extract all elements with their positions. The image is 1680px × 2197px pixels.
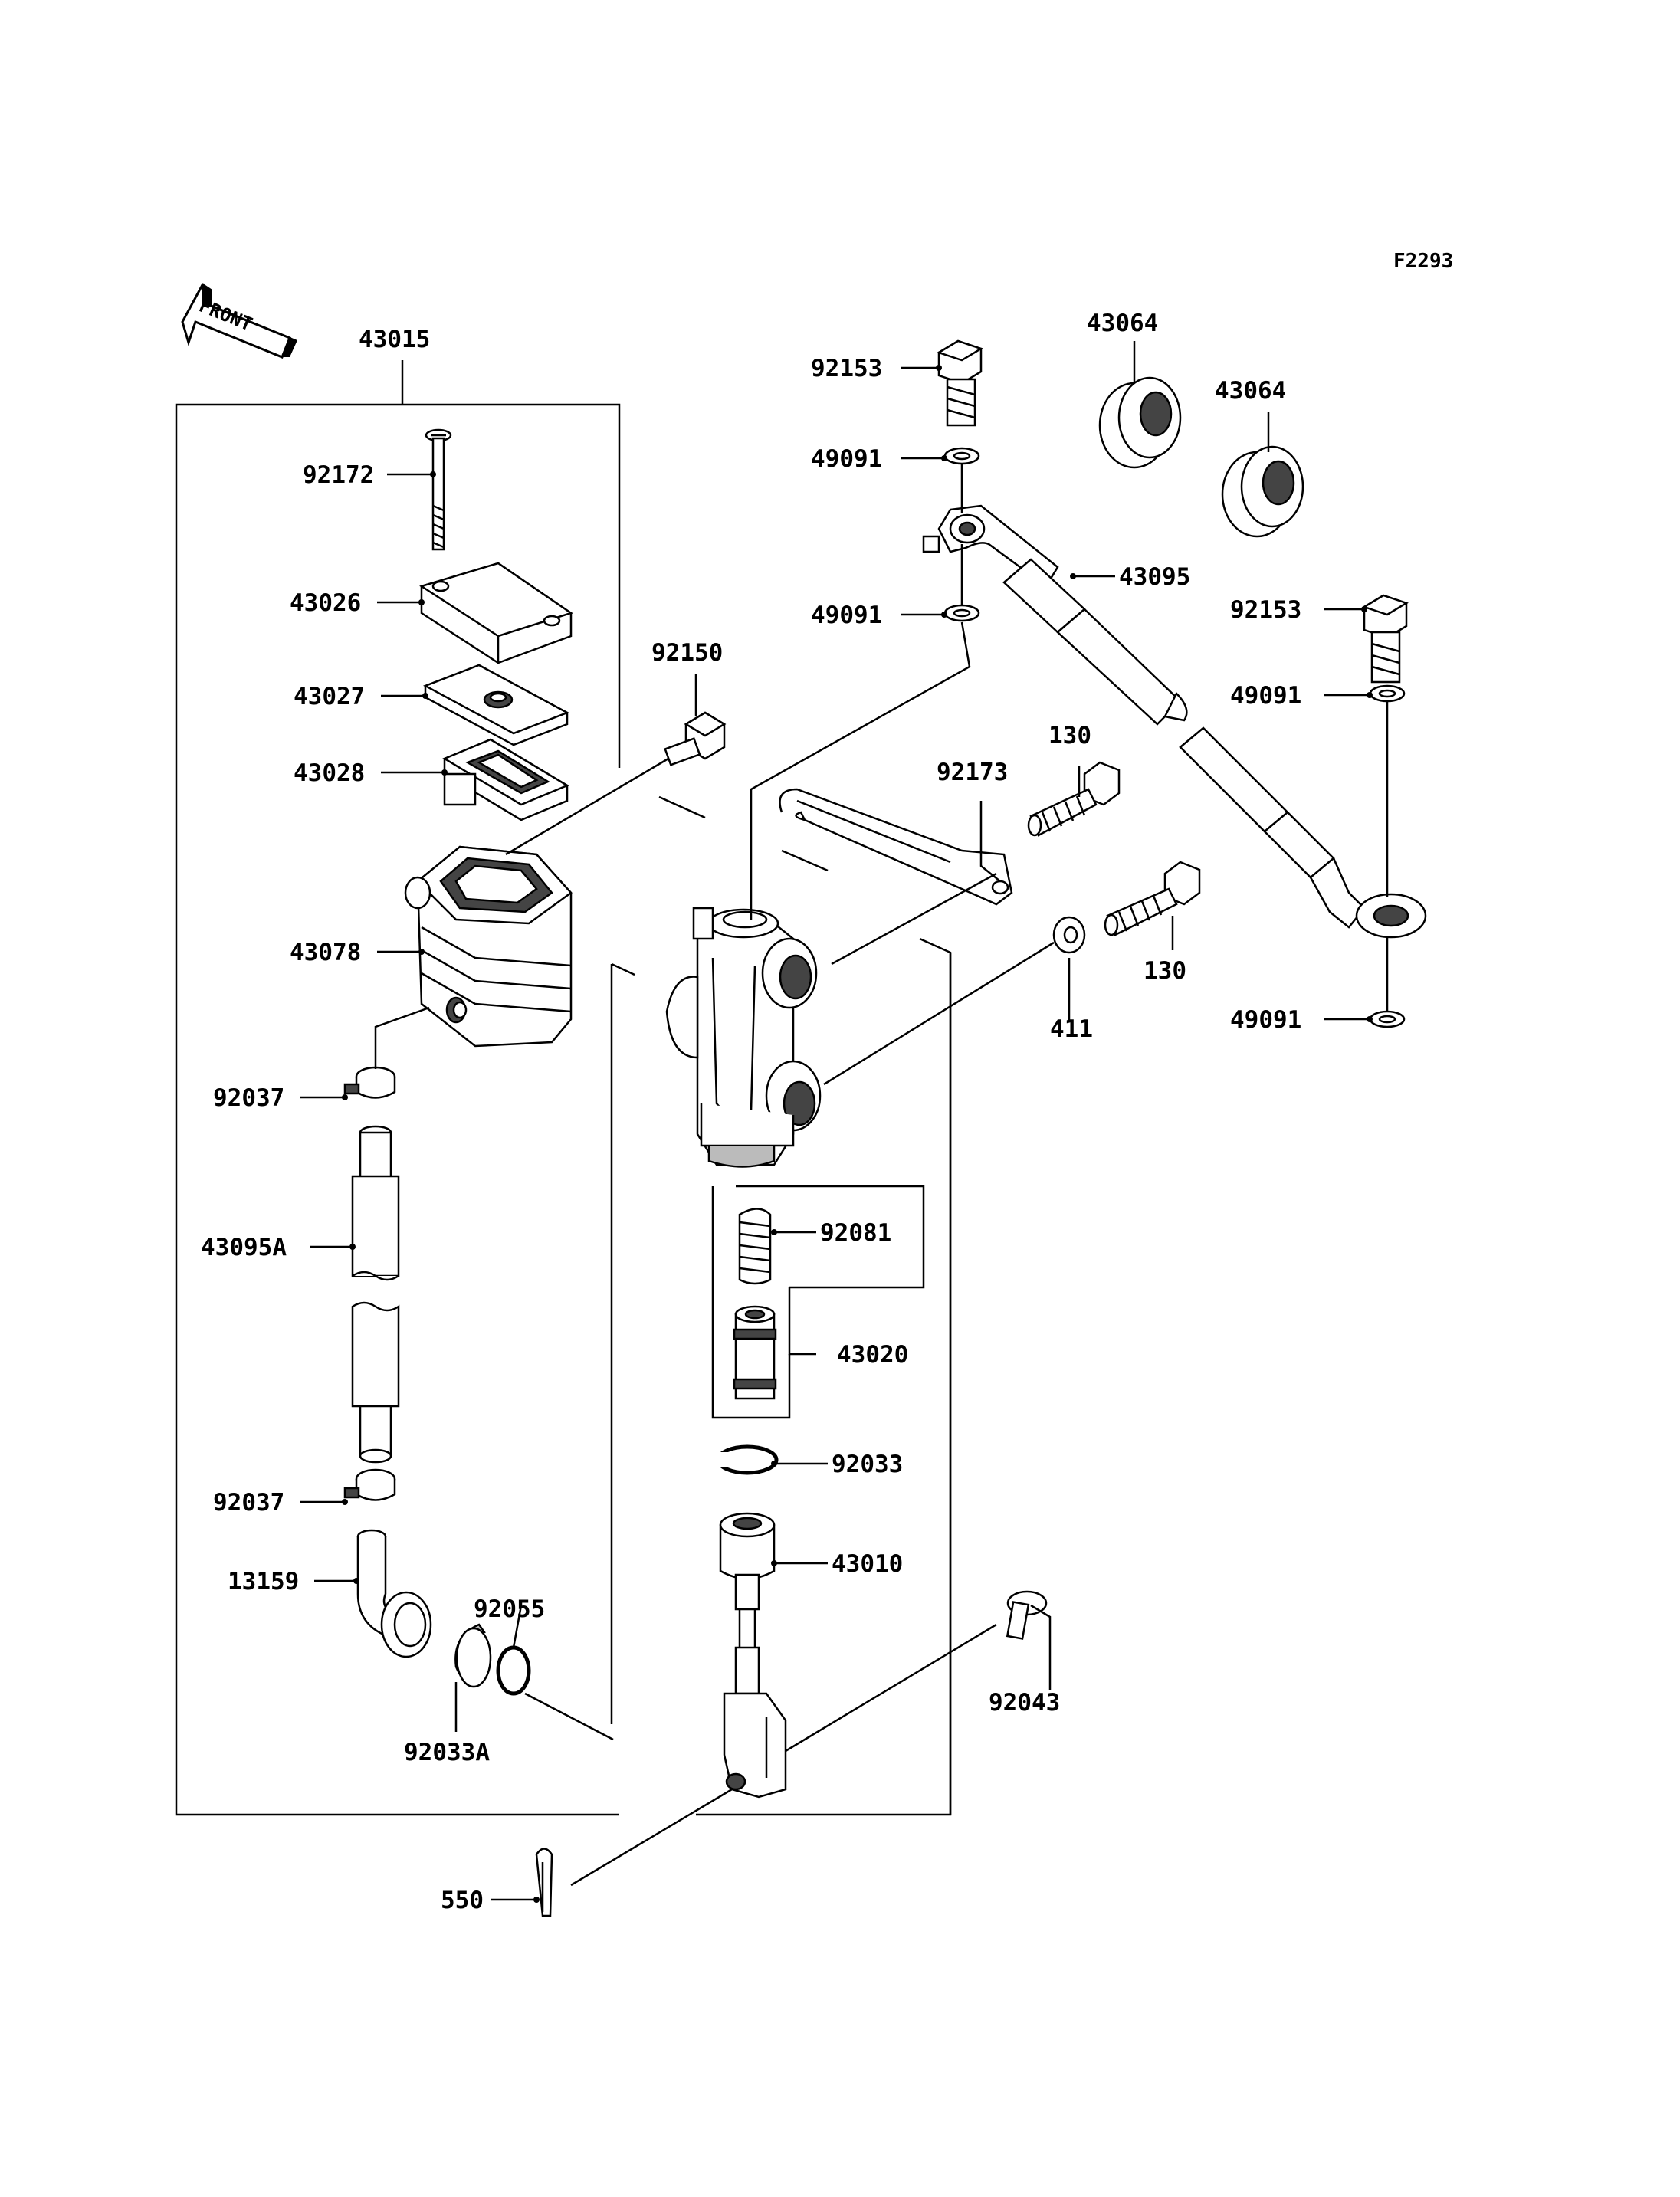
clamp-92037-bottom: [343, 1468, 396, 1501]
elbow-13159: [356, 1529, 432, 1658]
label-43026: 43026: [290, 589, 361, 617]
piston-kit-43020: [733, 1305, 777, 1400]
label-43015: 43015: [359, 326, 430, 353]
pin-92043: [1006, 1590, 1048, 1640]
grommet-43064-b: [1221, 445, 1304, 538]
label-92043: 92043: [989, 1689, 1060, 1717]
clamp-92037-top: [343, 1066, 396, 1099]
assembly-frame: [175, 360, 952, 1816]
label-92150: 92150: [651, 639, 723, 667]
label-43028: 43028: [294, 759, 365, 787]
label-43095A: 43095A: [201, 1234, 287, 1261]
label-92033A: 92033A: [404, 1739, 490, 1766]
label-43095: 43095: [1119, 563, 1190, 591]
reservoir-43078: [404, 845, 573, 1048]
label-43027: 43027: [294, 683, 365, 710]
label-130-b: 130: [1144, 957, 1186, 985]
label-49091-b: 49091: [811, 602, 882, 629]
front-arrow-icon: FRONT: [181, 283, 297, 359]
label-92037-top: 92037: [213, 1084, 284, 1112]
label-92055: 92055: [474, 1595, 545, 1623]
hose-43095: [922, 504, 1427, 939]
oring-92055: [496, 1645, 531, 1696]
label-49091-c: 49091: [1230, 682, 1301, 710]
clip-92173: [779, 788, 1013, 906]
label-43064-a: 43064: [1087, 310, 1158, 337]
plate-43027: [423, 664, 569, 746]
bolt-130-b: [1104, 861, 1201, 936]
washer-49091-c: [1369, 684, 1406, 703]
grommet-43064-a: [1098, 376, 1182, 469]
leader-dots: [342, 365, 1373, 1903]
banjo-bolt-92153-top: [937, 339, 983, 427]
label-92172: 92172: [303, 461, 374, 489]
label-43020: 43020: [837, 1341, 908, 1369]
spring-92081: [738, 1208, 772, 1285]
diaphragm-43028: [442, 738, 569, 821]
banjo-bolt-92153-right: [1362, 594, 1409, 684]
label-43078: 43078: [290, 939, 361, 966]
leader-lines: [300, 341, 1389, 1901]
screw-92172: [425, 428, 452, 551]
bolt-130-a: [1027, 761, 1121, 837]
washer-411: [1052, 916, 1086, 954]
cotter-pin-550: [535, 1848, 553, 1917]
label-92173: 92173: [937, 759, 1008, 786]
cap-43026: [419, 562, 573, 664]
label-550: 550: [441, 1887, 484, 1914]
label-92037-bottom: 92037: [213, 1489, 284, 1517]
part-labels: 43015 92172 43026 43027 43028 43078 9203…: [201, 310, 1301, 1914]
circlip-92033: [713, 1444, 779, 1475]
hose-43095A: [351, 1125, 400, 1464]
label-92153-right: 92153: [1230, 596, 1301, 624]
washer-49091-b: [943, 604, 980, 622]
label-13159: 13159: [228, 1568, 299, 1595]
label-49091-a: 49091: [811, 445, 882, 473]
label-411: 411: [1050, 1015, 1093, 1043]
washer-49091-a: [943, 447, 980, 465]
label-92081: 92081: [820, 1219, 891, 1247]
push-rod-43010: [719, 1512, 787, 1799]
label-130-a: 130: [1048, 722, 1091, 749]
master-cylinder-body: [665, 907, 822, 1168]
label-49091-d: 49091: [1230, 1006, 1301, 1034]
label-43064-b: 43064: [1215, 377, 1286, 405]
figure-code: F2293: [1393, 250, 1453, 273]
label-92033: 92033: [832, 1451, 903, 1478]
label-43010: 43010: [832, 1550, 903, 1578]
circlip-92033A: [454, 1623, 492, 1688]
label-92153-top: 92153: [811, 355, 882, 382]
bolt-92150: [664, 711, 727, 766]
washer-49091-d: [1369, 1010, 1406, 1028]
